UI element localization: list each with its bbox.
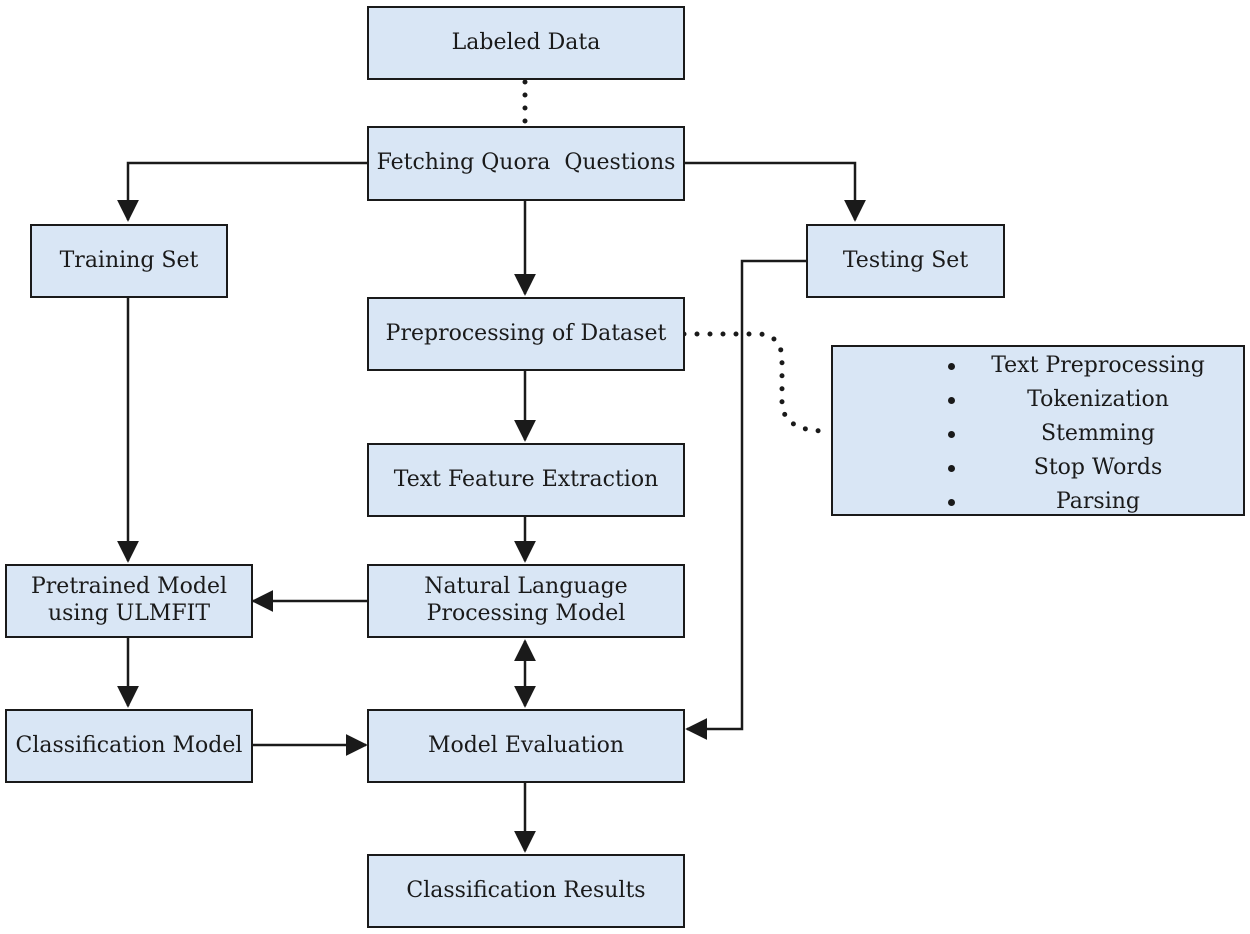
node-fetching-quora-questions: Fetching Quora Questions xyxy=(367,126,685,201)
node-classification-model-label: Classification Model xyxy=(15,732,243,758)
list-item: Text Preprocessing xyxy=(833,349,1243,383)
node-testing-set-label: Testing Set xyxy=(842,247,969,273)
bullet-icon xyxy=(948,363,955,370)
node-pretrained-line-2: using ULMFIT xyxy=(47,601,211,626)
preprocessing-steps-list: Text Preprocessing Tokenization Stemming… xyxy=(833,349,1243,519)
node-nlp-model-line-2: Processing Model xyxy=(426,601,626,626)
step-text: Stemming xyxy=(1041,421,1155,446)
node-preprocessing-of-dataset: Preprocessing of Dataset xyxy=(367,297,685,371)
list-item: Parsing xyxy=(833,485,1243,519)
step-text: Tokenization xyxy=(1027,387,1169,412)
node-nlp-model: Natural Language Processing Model xyxy=(367,564,685,638)
node-model-evaluation-label: Model Evaluation xyxy=(427,732,625,758)
arrow-testing-to-evaluation xyxy=(685,259,807,740)
node-classification-model: Classification Model xyxy=(5,709,253,783)
node-labeled-data-label: Labeled Data xyxy=(451,29,601,55)
node-labeled-data: Labeled Data xyxy=(367,6,685,80)
node-training-set: Training Set xyxy=(30,224,228,298)
bullet-icon xyxy=(948,465,955,472)
node-pretrained-line-1: Pretrained Model xyxy=(30,574,228,600)
node-testing-set: Testing Set xyxy=(806,224,1005,298)
node-text-feature-extraction: Text Feature Extraction xyxy=(367,443,685,517)
node-model-evaluation: Model Evaluation xyxy=(367,709,685,783)
arrow-fetching-to-training xyxy=(117,161,367,222)
bullet-icon xyxy=(948,499,955,506)
node-nlp-model-line-1: Natural Language xyxy=(424,574,628,600)
list-item: Stop Words xyxy=(833,451,1243,485)
step-text: Text Preprocessing xyxy=(991,353,1205,378)
bullet-icon xyxy=(948,431,955,438)
step-text: Stop Words xyxy=(1033,455,1163,480)
bullet-icon xyxy=(948,397,955,404)
step-text: Parsing xyxy=(1055,489,1141,514)
arrow-fetching-to-testing xyxy=(684,161,866,222)
node-text-feature-label: Text Feature Extraction xyxy=(393,466,659,492)
list-item: Stemming xyxy=(833,417,1243,451)
connector-preprocessing-to-steps xyxy=(681,331,826,434)
node-nlp-model-label: Natural Language Processing Model xyxy=(424,574,627,628)
node-preprocessing-label: Preprocessing of Dataset xyxy=(385,320,667,346)
node-fetching-label: Fetching Quora Questions xyxy=(376,150,676,176)
node-pretrained-model: Pretrained Model using ULMFIT xyxy=(5,564,253,638)
node-training-set-label: Training Set xyxy=(59,247,199,273)
node-pretrained-label: Pretrained Model using ULMFIT xyxy=(31,574,227,628)
node-classification-results-label: Classification Results xyxy=(406,877,646,903)
node-classification-results: Classification Results xyxy=(367,854,685,928)
preprocessing-steps-box: Text Preprocessing Tokenization Stemming… xyxy=(831,345,1245,516)
list-item: Tokenization xyxy=(833,383,1243,417)
